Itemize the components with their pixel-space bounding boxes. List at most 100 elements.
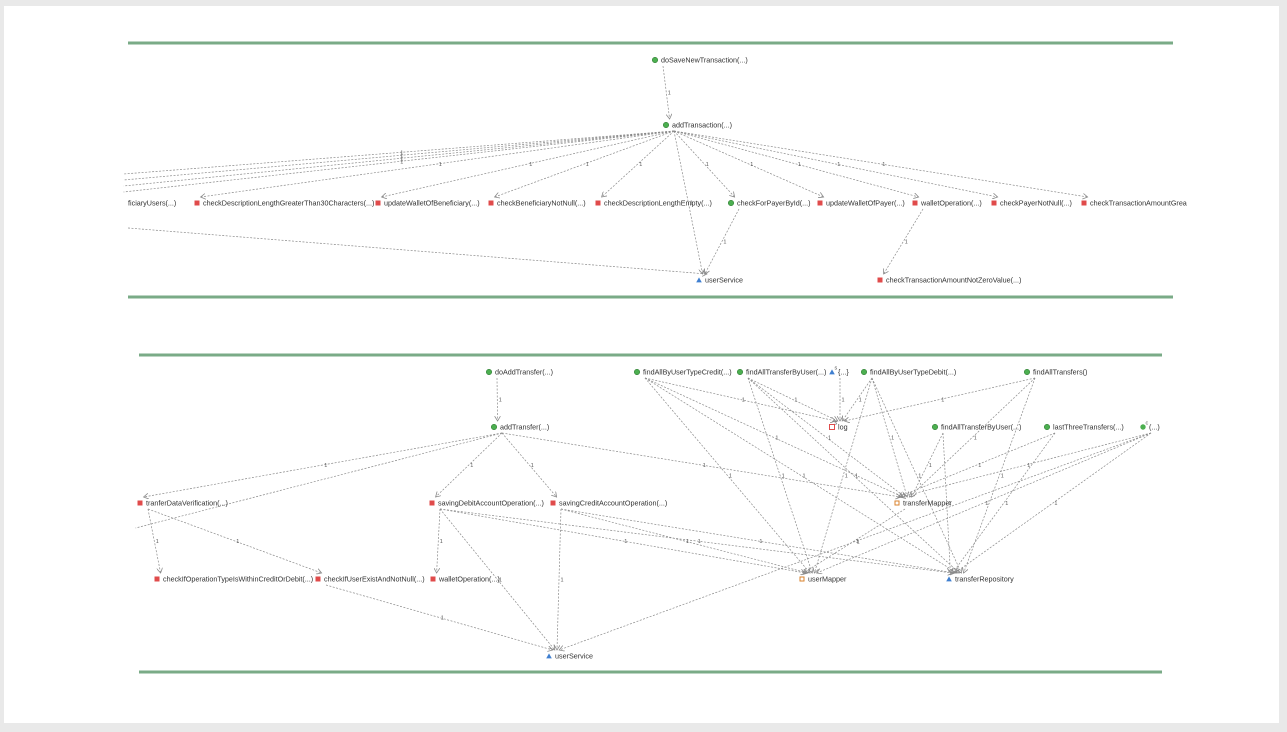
public-method-icon xyxy=(727,200,734,207)
node-userMapper[interactable]: userMapper xyxy=(799,575,847,584)
node-checkIfUserExistAndNotNull[interactable]: checkIfUserExistAndNotNull(...) xyxy=(315,575,425,584)
edge-ctor-to-userMapper: 1 xyxy=(817,432,1152,573)
edge-addTransfer-to-transferMapper: 1 xyxy=(501,432,901,497)
edge-line xyxy=(747,377,959,573)
edge-ctor-to-transferMapper: 1 xyxy=(901,432,1152,497)
node-transferMapper[interactable]: transferMapper xyxy=(894,499,952,508)
edge-line xyxy=(135,432,503,529)
edge-multiplicity-label: 1 xyxy=(400,160,403,166)
node-checkForPayerById[interactable]: checkForPayerById(...) xyxy=(727,199,811,208)
edge-line xyxy=(439,508,555,650)
edge-line xyxy=(123,130,675,175)
node-savingCreditAccountOperation[interactable]: savingCreditAccountOperation(...) xyxy=(550,499,668,508)
node-addTransaction[interactable]: addTransaction(...) xyxy=(662,121,732,130)
node-ctor[interactable]: c(...) xyxy=(1140,421,1160,432)
edge-addTransaction-to-checkBeneficiaryNotNull: 1 xyxy=(495,130,675,197)
edge-line xyxy=(871,377,961,573)
node-userService[interactable]: userService xyxy=(696,276,743,285)
edge-line xyxy=(673,130,919,197)
edge-multiplicity-label: 1 xyxy=(668,91,671,97)
node-walletOperation[interactable]: walletOperation(...) xyxy=(912,199,982,208)
edge-line xyxy=(644,377,810,573)
edge-line xyxy=(127,227,707,274)
edge-addTransfer-to-left-offscreen-6 xyxy=(135,432,503,529)
edge-line xyxy=(942,432,950,573)
modifier-badge-icon: s xyxy=(835,366,838,372)
node-doSaveNewTransaction[interactable]: doSaveNewTransaction(...) xyxy=(651,56,748,65)
node-label: checkBeneficiaryNotNull(...) xyxy=(497,199,586,208)
node-userService2[interactable]: userService xyxy=(546,652,593,661)
node-checkBeneficiaryNotNull[interactable]: checkBeneficiaryNotNull(...) xyxy=(488,199,586,208)
public-method-icon xyxy=(931,423,938,430)
node-walletOperation2[interactable]: walletOperation(...) xyxy=(430,575,500,584)
edge-multiplicity-label: 1 xyxy=(857,540,860,546)
node-label: checkDescriptionLengthGreaterThan30Chara… xyxy=(203,199,374,208)
edge-addTransaction-to-checkPayerNotNull: 1 xyxy=(673,130,998,197)
edge-savingCreditAccountOperation-to-transferRepository: 1 xyxy=(560,508,955,573)
node-tranferDataVerification[interactable]: tranferDataVerification(...) xyxy=(137,499,228,508)
node-findAllTransferByUser2[interactable]: findAllTransferByUser(...) xyxy=(931,423,1021,432)
edge-line xyxy=(953,432,1056,573)
node-lastThreeTransfers[interactable]: lastThreeTransfers(...) xyxy=(1044,423,1124,432)
node-label: findAllTransferByUser(...) xyxy=(746,368,826,377)
node-checkDescriptionLengthGreaterThan30Characters[interactable]: checkDescriptionLengthGreaterThan30Chara… xyxy=(194,199,375,208)
private-method-icon xyxy=(912,200,918,206)
edge-checkForPayerById-to-userService: 1 xyxy=(705,208,740,274)
node-label: findAllByUserTypeDebit(...) xyxy=(870,368,956,377)
node-lambda1[interactable]: s{...} xyxy=(829,366,849,377)
edge-lambda1-to-log: 1 xyxy=(840,378,845,421)
node-ficiaryUsers[interactable]: ficiaryUsers(...) xyxy=(128,199,176,208)
node-checkDescriptionLengthEmpty[interactable]: checkDescriptionLengthEmpty(...) xyxy=(595,199,712,208)
edge-multiplicity-label: 1 xyxy=(855,474,858,480)
edge-line xyxy=(844,377,1036,421)
node-transferRepository[interactable]: transferRepository xyxy=(946,575,1014,584)
node-doAddTransfer[interactable]: doAddTransfer(...) xyxy=(485,368,553,377)
node-label: userMapper xyxy=(808,575,847,584)
node-label: addTransaction(...) xyxy=(672,121,732,130)
private-method-icon xyxy=(429,500,435,506)
node-findAllByUserTypeDebit[interactable]: findAllByUserTypeDebit(...) xyxy=(860,368,956,377)
edge-line xyxy=(644,377,903,497)
node-findAllByUserTypeCredit[interactable]: findAllByUserTypeCredit(...) xyxy=(633,368,732,377)
edge-line xyxy=(898,432,1056,497)
node-savingDebitAccountOperation[interactable]: savingDebitAccountOperation(...) xyxy=(429,499,544,508)
node-checkPayerNotNull[interactable]: checkPayerNotNull(...) xyxy=(991,199,1072,208)
edge-line xyxy=(964,377,1036,573)
interface-field-icon xyxy=(696,277,702,283)
node-updateWalletOfPayer[interactable]: updateWalletOfPayer(...) xyxy=(817,199,905,208)
public-method-icon xyxy=(1023,368,1030,375)
edge-line xyxy=(747,377,838,421)
private-method-icon xyxy=(817,200,823,206)
edge-line xyxy=(817,432,1152,573)
private-method-icon xyxy=(315,576,321,582)
edge-line xyxy=(673,130,824,197)
node-findAllTransferByUser1[interactable]: findAllTransferByUser(...) xyxy=(736,368,826,377)
edge-findAllByUserTypeCredit-to-userMapper: 1 xyxy=(644,377,810,573)
node-label: walletOperation(...) xyxy=(438,575,500,584)
node-checkTransactionAmountNotZeroValue[interactable]: checkTransactionAmountNotZeroValue(...) xyxy=(877,276,1022,285)
edge-findAllByUserTypeCredit-to-log: 1 xyxy=(644,377,836,421)
node-addTransfer[interactable]: addTransfer(...) xyxy=(490,423,549,432)
edge-addTransfer-to-savingDebitAccountOperation: 1 xyxy=(436,432,503,497)
edge-findAllByUserTypeCredit-to-transferRepository: 1 xyxy=(644,377,957,573)
edge-findAllByUserTypeDebit-to-log: 1 xyxy=(842,377,873,421)
node-label: addTransfer(...) xyxy=(500,423,549,432)
node-label: checkForPayerById(...) xyxy=(737,199,811,208)
node-updateWalletOfBeneficiary[interactable]: updateWalletOfBeneficiary(...) xyxy=(375,199,480,208)
private-method-icon xyxy=(550,500,556,506)
edge-ctor-to-userService2: 1 xyxy=(559,432,1152,650)
node-checkIfOperationTypeIsWithinCreditOrDebit[interactable]: checkIfOperationTypeIsWithinCreditOrDebi… xyxy=(154,575,314,584)
field-icon xyxy=(894,500,900,506)
edge-multiplicity-label: 1 xyxy=(690,201,693,207)
public-method-icon xyxy=(1044,423,1051,430)
edge-multiplicity-label: 1 xyxy=(750,162,753,168)
node-findAllTransfers[interactable]: findAllTransfers() xyxy=(1023,368,1087,377)
node-checkTransactionAmountGrea[interactable]: checkTransactionAmountGrea xyxy=(1081,199,1187,208)
edge-line xyxy=(842,377,873,421)
node-label: checkIfOperationTypeIsWithinCreditOrDebi… xyxy=(163,575,313,584)
edge-findAllTransferByUser1-to-userMapper: 1 xyxy=(747,377,812,573)
edge-addTransaction-to-checkDescriptionLengthEmpty: 1 xyxy=(602,130,675,197)
edge-multiplicity-label: 1 xyxy=(985,501,988,507)
